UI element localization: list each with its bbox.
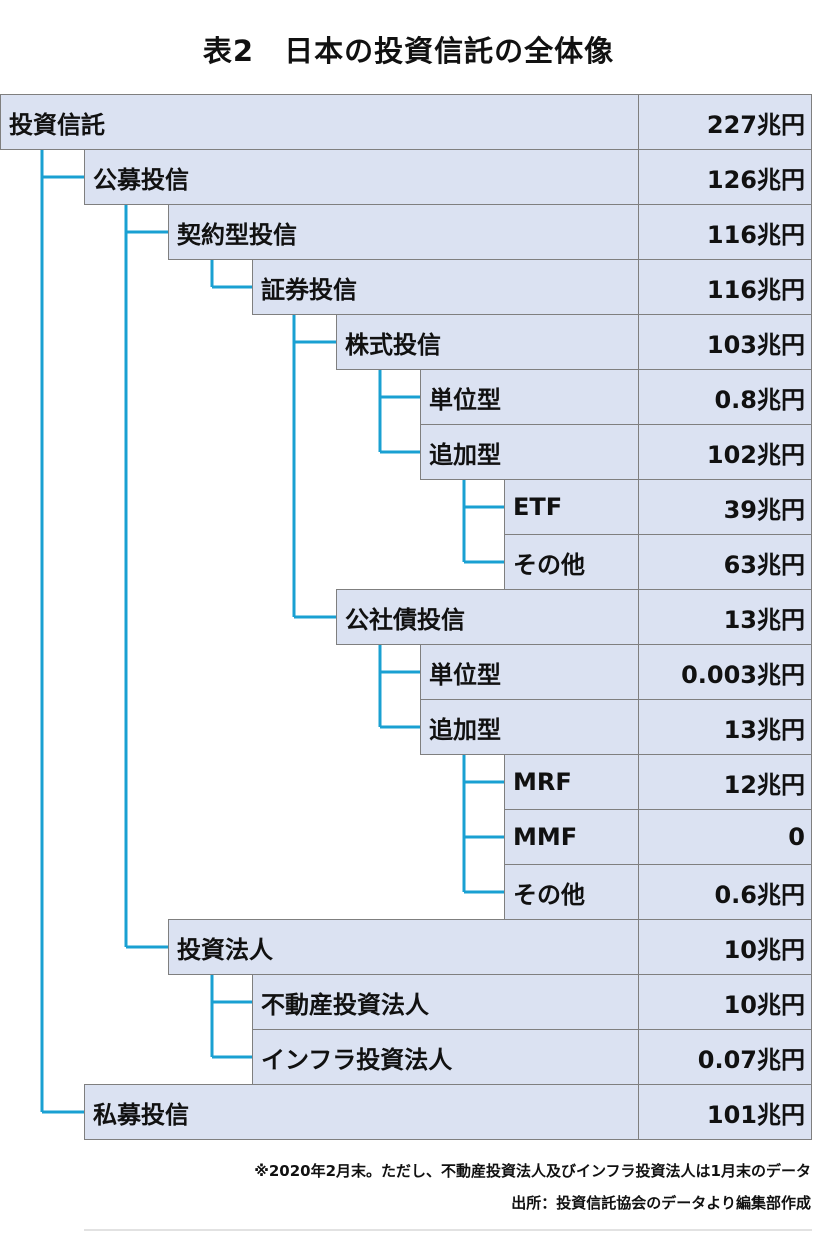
row-bond-trust-value: 13兆円 — [638, 589, 812, 645]
row-bond-open-type-value: 13兆円 — [638, 699, 812, 755]
row-investment-corporation-value: 10兆円 — [638, 919, 812, 975]
row-stock-open-type-label: 追加型 — [420, 424, 639, 480]
row-private-offering-label: 私募投信 — [84, 1084, 639, 1140]
row-securities-trust-label: 証券投信 — [252, 259, 639, 315]
row-public-offering-label: 公募投信 — [84, 149, 639, 205]
source-note: 出所：投資信託協会のデータより編集部作成 — [511, 1194, 811, 1212]
row-stock-other-value: 63兆円 — [638, 534, 812, 590]
row-bond-other-label: その他 — [504, 864, 639, 920]
row-bond-unit-type-label: 単位型 — [420, 644, 639, 700]
row-public-offering-value: 126兆円 — [638, 149, 812, 205]
row-real-estate-corporation-value: 10兆円 — [638, 974, 812, 1030]
row-stock-open-type-value: 102兆円 — [638, 424, 812, 480]
row-bond-unit-type-value: 0.003兆円 — [638, 644, 812, 700]
row-stock-trust-label: 株式投信 — [336, 314, 639, 370]
row-stock-other-label: その他 — [504, 534, 639, 590]
row-contract-type-label: 契約型投信 — [168, 204, 639, 260]
row-bond-other-value: 0.6兆円 — [638, 864, 812, 920]
row-securities-trust-value: 116兆円 — [638, 259, 812, 315]
row-etf-value: 39兆円 — [638, 479, 812, 535]
row-mrf-label: MRF — [504, 754, 639, 810]
row-investment-trust-value: 227兆円 — [638, 94, 812, 150]
row-real-estate-corporation-label: 不動産投資法人 — [252, 974, 639, 1030]
footer-divider — [84, 1229, 812, 1231]
row-stock-trust-value: 103兆円 — [638, 314, 812, 370]
row-contract-type-value: 116兆円 — [638, 204, 812, 260]
row-etf-label: ETF — [504, 479, 639, 535]
diagram-title: 表2 日本の投資信託の全体像 — [202, 34, 615, 68]
row-mrf-value: 12兆円 — [638, 754, 812, 810]
row-stock-unit-type-label: 単位型 — [420, 369, 639, 425]
row-private-offering-value: 101兆円 — [638, 1084, 812, 1140]
row-infrastructure-corporation-label: インフラ投資法人 — [252, 1029, 639, 1085]
row-mmf-label: MMF — [504, 809, 639, 865]
row-infrastructure-corporation-value: 0.07兆円 — [638, 1029, 812, 1085]
footnote: ※2020年2月末。ただし、不動産投資法人及びインフラ投資法人は1月末のデータ — [254, 1162, 811, 1180]
row-mmf-value: 0 — [638, 809, 812, 865]
row-investment-trust-label: 投資信託 — [0, 94, 639, 150]
row-bond-open-type-label: 追加型 — [420, 699, 639, 755]
row-bond-trust-label: 公社債投信 — [336, 589, 639, 645]
row-investment-corporation-label: 投資法人 — [168, 919, 639, 975]
row-stock-unit-type-value: 0.8兆円 — [638, 369, 812, 425]
